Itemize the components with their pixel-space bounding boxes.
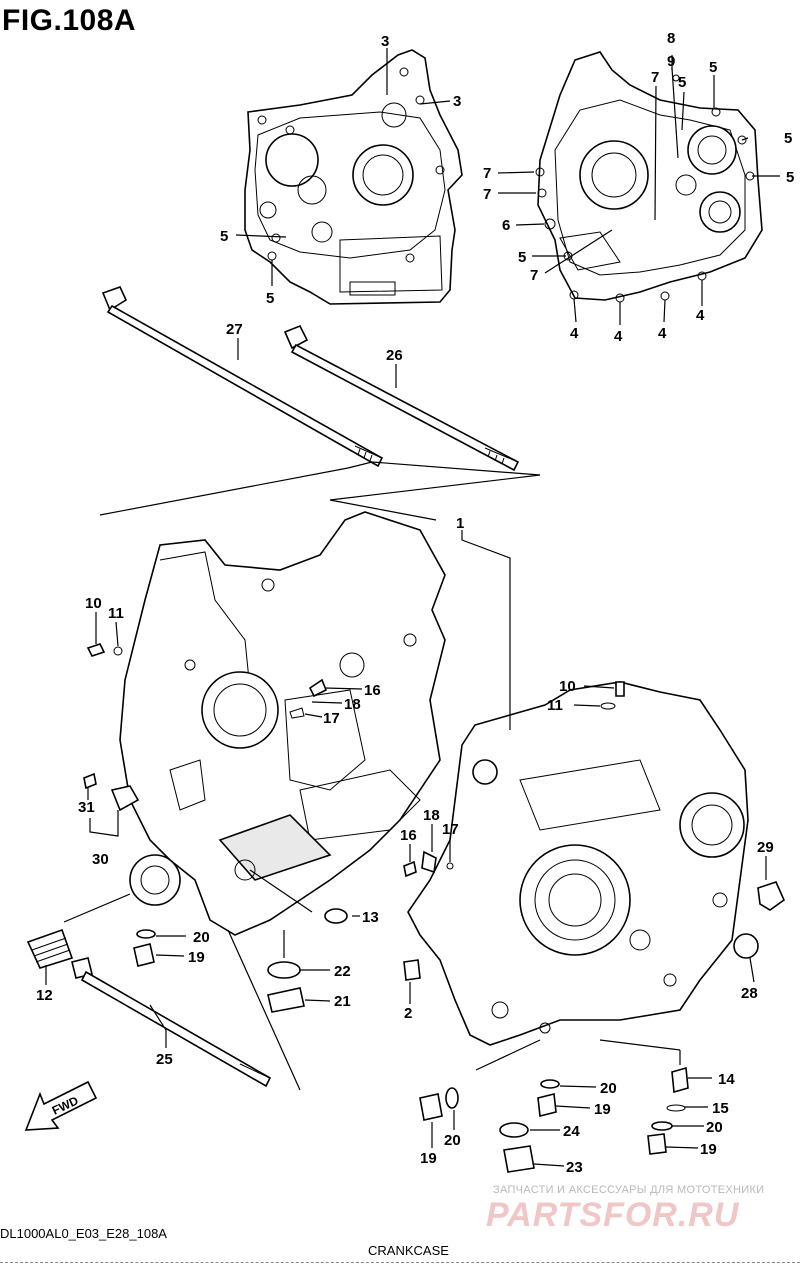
forward-direction-arrow: FWD — [24, 1080, 98, 1131]
callout-29: 29 — [757, 839, 774, 856]
callout-22: 22 — [334, 963, 351, 980]
callout-9: 9 — [667, 53, 675, 70]
watermark-tagline: ЗАПЧАСТИ И АКСЕССУАРЫ ДЛЯ МОТОТЕХНИКИ — [493, 1184, 765, 1196]
callout-27: 27 — [226, 321, 243, 338]
callout-5: 5 — [784, 130, 792, 147]
callout-20: 20 — [193, 929, 210, 946]
callout-2: 2 — [404, 1005, 412, 1022]
callout-13: 13 — [362, 909, 379, 926]
callout-16: 16 — [400, 827, 417, 844]
callout-18: 18 — [423, 807, 440, 824]
callout-19: 19 — [420, 1150, 437, 1167]
callout-4: 4 — [658, 325, 667, 342]
crankcase-left-half — [119, 511, 446, 936]
callout-5: 5 — [518, 249, 526, 266]
callout-16: 16 — [364, 682, 381, 699]
callout-7: 7 — [530, 267, 538, 284]
callout-25: 25 — [156, 1051, 173, 1068]
callout-3: 3 — [381, 33, 389, 50]
callout-11: 11 — [547, 697, 563, 714]
callout-8: 8 — [667, 30, 675, 47]
callout-labels: 3 3 5 5 8 9 7 5 5 5 5 7 7 6 5 7 4 4 4 4 … — [36, 30, 794, 1176]
callout-5: 5 — [709, 59, 717, 76]
callout-28: 28 — [741, 985, 758, 1002]
callout-26: 26 — [386, 347, 403, 364]
callout-14: 14 — [718, 1071, 735, 1088]
crankcase-bolt-26 — [283, 324, 520, 472]
callout-15: 15 — [712, 1100, 729, 1117]
crankcase-right-half — [407, 681, 749, 1046]
callout-20: 20 — [706, 1119, 723, 1136]
crankcase-bolt-25 — [71, 957, 272, 1088]
crankcase-upper-view — [244, 49, 463, 305]
callout-11: 11 — [108, 605, 124, 622]
callout-17: 17 — [323, 710, 340, 727]
callout-10: 10 — [559, 678, 576, 695]
callout-31: 31 — [78, 799, 95, 816]
callout-1: 1 — [456, 515, 464, 532]
small-parts — [26, 643, 785, 1173]
callout-4: 4 — [570, 325, 579, 342]
crankcase-bolt-27 — [101, 286, 384, 468]
callout-19: 19 — [188, 949, 205, 966]
callout-30: 30 — [92, 851, 109, 868]
callout-18: 18 — [344, 696, 361, 713]
callout-19: 19 — [594, 1101, 611, 1118]
callout-7: 7 — [651, 69, 659, 86]
callout-4: 4 — [696, 307, 705, 324]
callout-20: 20 — [600, 1080, 617, 1097]
callout-5: 5 — [266, 290, 274, 307]
callout-24: 24 — [563, 1123, 580, 1140]
figure-title: FIG.108A — [2, 4, 137, 37]
callout-12: 12 — [36, 987, 53, 1004]
figure-code: DL1000AL0_E03_E28_108A — [0, 1226, 167, 1241]
watermark-logo: PARTSFOR.RU — [486, 1196, 740, 1234]
callout-7: 7 — [483, 165, 491, 182]
callout-19: 19 — [700, 1141, 717, 1158]
figure-caption: CRANKCASE — [368, 1243, 449, 1258]
callout-23: 23 — [566, 1159, 583, 1176]
callout-5: 5 — [786, 169, 794, 186]
callout-21: 21 — [334, 993, 351, 1010]
callout-20: 20 — [444, 1132, 461, 1149]
callout-5: 5 — [678, 74, 686, 91]
callout-10: 10 — [85, 595, 102, 612]
crankcase-lower-view — [535, 51, 763, 303]
footer-divider — [0, 1262, 800, 1263]
callout-7: 7 — [483, 186, 491, 203]
callout-6: 6 — [502, 217, 510, 234]
callout-17: 17 — [442, 821, 459, 838]
callout-3: 3 — [453, 93, 461, 110]
leader-lines — [45, 48, 780, 1167]
callout-5: 5 — [220, 228, 228, 245]
callout-4: 4 — [614, 328, 623, 345]
